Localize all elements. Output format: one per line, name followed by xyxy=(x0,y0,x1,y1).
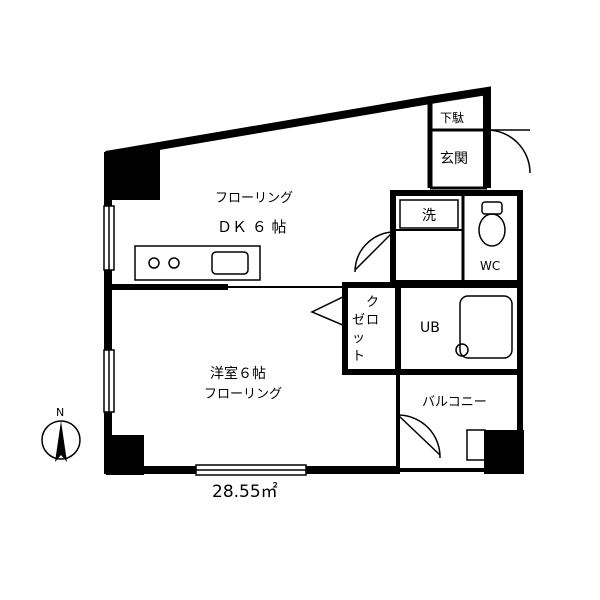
toilet-label: WC xyxy=(480,259,500,273)
bath-label: UB xyxy=(420,320,440,336)
western-room-label: 洋室６帖 xyxy=(210,365,266,382)
dk-flooring-label: フローリング xyxy=(215,191,293,206)
columns xyxy=(106,146,524,475)
compass-north-label: N xyxy=(56,406,64,419)
balcony-label: バルコニー xyxy=(422,395,487,410)
compass-needle-icon xyxy=(55,421,67,462)
windows xyxy=(103,205,307,476)
closet-label-ku: ク xyxy=(366,295,379,310)
entrance-label: 玄関 xyxy=(440,150,468,167)
fixtures xyxy=(310,199,513,461)
shoe-box-label: 下駄 xyxy=(440,110,464,125)
closet-label-ze: ゼ xyxy=(352,313,365,328)
floor-area-label: 28.55㎡ xyxy=(212,482,278,502)
closet-label-ro: ロ xyxy=(366,313,379,328)
closet-label-to: ト xyxy=(352,349,365,364)
closet-label-tsu: ッ xyxy=(352,331,365,346)
western-flooring-label: フローリング xyxy=(204,387,282,402)
kitchen-counter xyxy=(134,245,261,281)
doors xyxy=(354,129,531,459)
dk-room-label: ＤＫ ６ 帖 xyxy=(217,218,287,236)
compass: N xyxy=(41,406,81,462)
washer-label: 洗 xyxy=(422,208,436,224)
internal-walls xyxy=(108,100,523,470)
